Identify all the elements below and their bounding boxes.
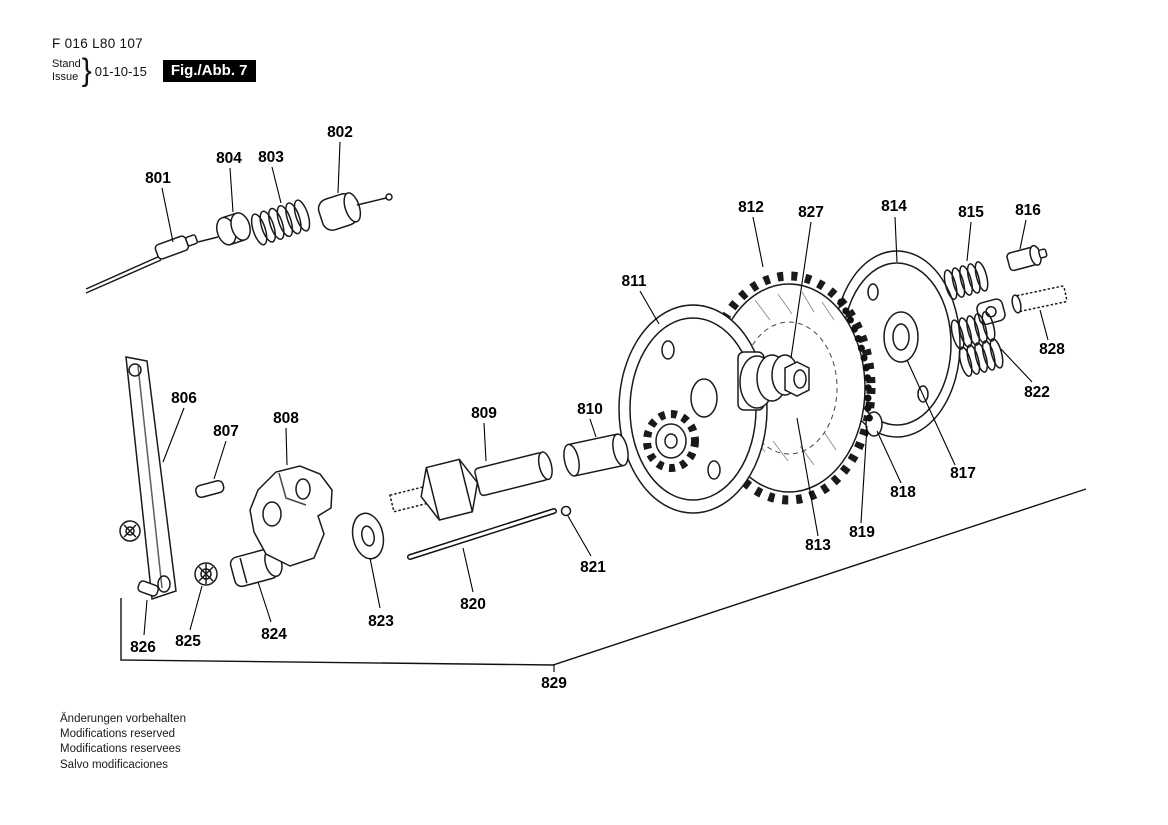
leader-808	[285, 427, 288, 466]
notice-en: Modifications reserved	[60, 728, 176, 741]
callout-804: 804	[216, 150, 242, 167]
notice-es: Salvo modificaciones	[60, 758, 169, 771]
notice-de: Änderungen vorbehalten	[60, 713, 186, 725]
header: F 016 L80 107 Stand Issue } 01-10-15 Fig…	[52, 36, 256, 86]
callout-821: 821	[580, 559, 606, 576]
part-825-screw	[194, 562, 218, 586]
leader-827	[790, 221, 812, 359]
leader-816	[1019, 219, 1027, 250]
callout-828: 828	[1039, 341, 1065, 358]
part-821-ball	[560, 505, 572, 517]
brace-glyph: }	[81, 53, 92, 88]
callout-807: 807	[213, 423, 239, 440]
callout-802: 802	[327, 124, 353, 141]
leader-814	[894, 216, 898, 263]
callout-818: 818	[890, 484, 916, 501]
leader-822	[1000, 348, 1033, 383]
part-ball-socket	[976, 298, 1006, 326]
leader-825	[189, 585, 203, 631]
part-808-bracket	[249, 465, 333, 567]
callout-817: 817	[950, 465, 976, 482]
leader-lines	[143, 141, 1049, 672]
callout-826: 826	[130, 639, 156, 656]
leader-806	[162, 407, 185, 463]
issue-date: 01-10-15	[94, 63, 147, 79]
leader-820	[462, 547, 474, 593]
callout-813: 813	[805, 537, 831, 554]
callout-808: 808	[273, 410, 299, 427]
leader-804	[229, 167, 234, 213]
part-816-nut	[1006, 244, 1048, 272]
leader-807	[213, 440, 227, 480]
leader-812	[752, 216, 764, 268]
leader-818	[876, 430, 902, 484]
callout-labels: 801 804 803 802 811 812 827 814 815 816 …	[130, 124, 1065, 692]
part-806-lever	[119, 356, 177, 601]
part-823-washer	[351, 512, 385, 560]
leader-817	[906, 359, 956, 466]
part-803-spring	[250, 199, 311, 246]
leader-828	[1039, 309, 1049, 341]
footer-notices: Änderungen vorbehalten Modifications res…	[60, 712, 186, 773]
leader-819	[860, 425, 868, 524]
callout-801: 801	[145, 170, 171, 187]
leader-803	[271, 166, 282, 204]
callout-803: 803	[258, 149, 284, 166]
callout-814: 814	[881, 198, 907, 215]
leader-802	[337, 141, 341, 194]
part-828-threaded-pin	[1011, 285, 1068, 314]
part-801-cable	[85, 234, 219, 294]
reference-line-829	[120, 488, 1087, 666]
callout-806: 806	[171, 390, 197, 407]
part-807-pin	[195, 479, 225, 499]
issue-label: Issue	[52, 71, 79, 83]
leader-813	[796, 417, 819, 537]
part-827-hub-nut	[756, 354, 810, 402]
part-819-ball-chain	[837, 298, 874, 424]
stand-issue-labels: Stand Issue	[52, 58, 81, 83]
leader-826	[143, 599, 148, 636]
callout-812: 812	[738, 199, 764, 216]
callout-822: 822	[1024, 384, 1050, 401]
stand-label: Stand	[52, 58, 81, 71]
leader-809	[483, 422, 487, 462]
callout-823: 823	[368, 613, 394, 630]
part-802-cap	[317, 192, 393, 231]
callout-816: 816	[1015, 202, 1041, 219]
leader-821	[567, 515, 592, 557]
callout-819: 819	[849, 524, 875, 541]
callout-825: 825	[175, 633, 201, 650]
issue-row: Stand Issue } 01-10-15 Fig./Abb. 7	[52, 53, 256, 88]
leader-824	[257, 581, 272, 623]
callout-809: 809	[471, 405, 497, 422]
figure-number-badge: Fig./Abb. 7	[162, 60, 256, 82]
callout-829: 829	[541, 675, 567, 692]
part-804-bushing	[216, 212, 251, 246]
part-810-sleeve	[563, 433, 629, 477]
part-826-pin	[137, 580, 160, 597]
part-815-spring	[943, 261, 989, 300]
callout-824: 824	[261, 626, 287, 643]
part-820-rod	[407, 508, 557, 560]
part-811-disc	[618, 304, 768, 514]
leader-823	[369, 557, 381, 609]
document-part-code: F 016 L80 107	[52, 36, 143, 51]
leader-810	[589, 418, 597, 438]
leader-801	[161, 187, 174, 243]
leader-811	[639, 290, 660, 325]
part-822-springs	[950, 311, 1004, 377]
leader-815	[966, 221, 972, 262]
callout-811: 811	[621, 273, 646, 290]
part-809-bolt	[388, 451, 553, 521]
callout-810: 810	[577, 401, 603, 418]
callout-815: 815	[958, 204, 984, 221]
notice-fr: Modifications reservees	[60, 743, 181, 756]
callout-827: 827	[798, 204, 824, 221]
callout-820: 820	[460, 596, 486, 613]
